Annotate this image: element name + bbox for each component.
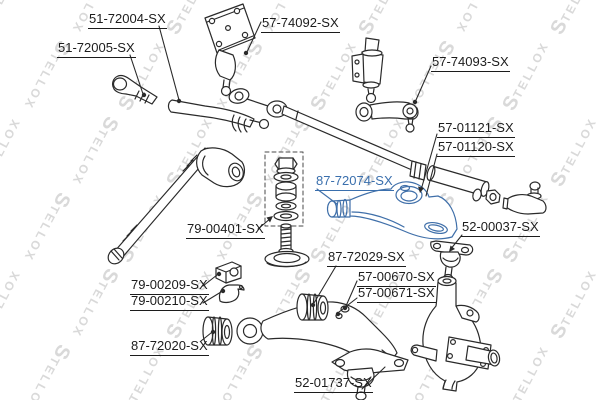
part-label-57-74092-sx[interactable]: 57-74092-SX [261,15,340,33]
idler-arm-bracket [351,37,384,104]
part-label-52-00037-sx[interactable]: 52-00037-SX [461,219,540,237]
stabilizer-bushing-bracket [215,261,245,304]
pivot-tube-bushing [426,165,501,205]
part-label-51-72005-sx[interactable]: 51-72005-SX [57,40,136,58]
anchor-arm [196,147,246,188]
leader-lines [129,21,463,390]
part-label-57-74093-sx[interactable]: 57-74093-SX [431,54,510,72]
part-label-52-01737-sx[interactable]: 52-01737-SX [294,375,373,393]
relay-rod [228,88,427,181]
part-label-87-72029-sx[interactable]: 87-72029-SX [327,249,406,267]
part-label-87-72020-sx[interactable]: 87-72020-SX [130,338,209,356]
tie-rod-end-outer [112,75,158,105]
part-label-57-00670-sx[interactable]: 57-00670-SX [357,269,436,287]
lower-ball-joint [331,348,409,400]
stabilizer-link-kit-box [264,151,304,227]
part-label-79-00401-sx[interactable]: 79-00401-SX [186,221,265,239]
idler-arm [355,101,419,133]
upper-control-arm-highlighted [326,181,458,240]
part-label-87-72074-sx-highlighted[interactable]: 87-72074-SX [315,173,394,191]
part-label-57-01120-sx[interactable]: 57-01120-SX [437,139,515,157]
part-label-79-00210-sx[interactable]: 79-00210-SX [130,293,209,311]
lower-arm-front-bushing [296,293,329,321]
mounting-bracket [204,3,256,97]
lower-arm-rear-bushing [202,316,233,346]
part-label-51-72004-sx[interactable]: 51-72004-SX [88,11,167,29]
stabilizer-link-bolt [264,223,310,268]
center-link [167,99,270,133]
tie-rod-end-inner [502,181,547,215]
part-label-57-01121-sx[interactable]: 57-01121-SX [437,120,515,138]
part-label-79-00209-sx[interactable]: 79-00209-SX [130,277,209,295]
steering-knuckle [410,275,501,392]
part-label-57-00671-sx[interactable]: 57-00671-SX [357,285,436,303]
